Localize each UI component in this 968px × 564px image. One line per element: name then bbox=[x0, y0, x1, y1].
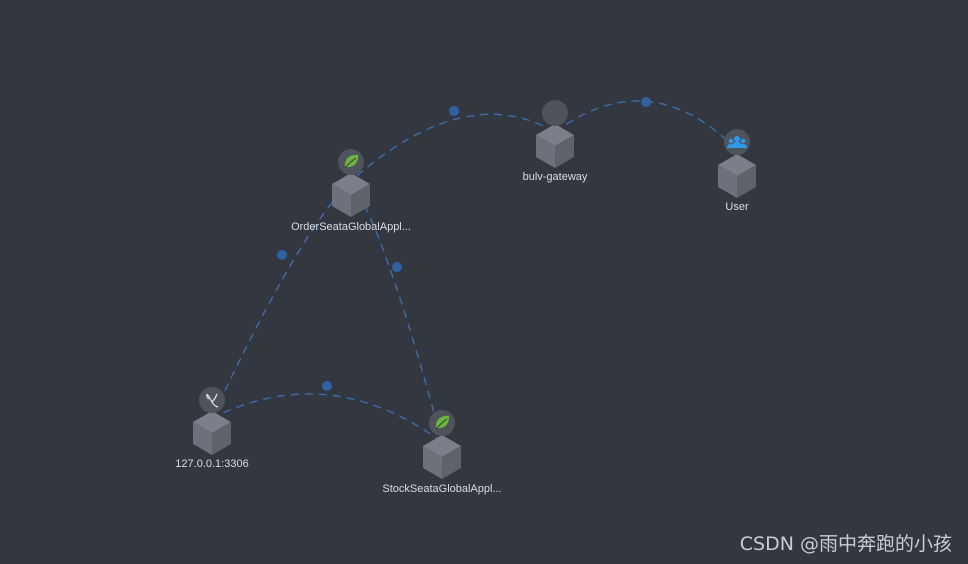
node-label: User bbox=[725, 201, 749, 213]
edge-gateway-order[interactable] bbox=[350, 106, 556, 182]
edge-midpoint-dot bbox=[392, 262, 402, 272]
edge-stock-mysql[interactable] bbox=[211, 381, 443, 443]
edge-midpoint-dot bbox=[277, 250, 287, 260]
node-user[interactable]: User bbox=[718, 129, 756, 213]
node-mysql[interactable]: 127.0.0.1:3306 bbox=[175, 387, 249, 470]
edge-midpoint-dot bbox=[641, 97, 651, 107]
node-label: StockSeataGlobalAppl... bbox=[382, 483, 501, 495]
users-icon bbox=[724, 129, 750, 155]
node-label: bulv-gateway bbox=[523, 171, 588, 183]
node-label: OrderSeataGlobalAppl... bbox=[291, 221, 411, 233]
blank-circle-icon bbox=[542, 100, 568, 126]
node-gateway[interactable]: bulv-gateway bbox=[523, 100, 588, 183]
mysql-icon bbox=[199, 387, 225, 413]
edges bbox=[211, 97, 738, 443]
node-order-service[interactable]: OrderSeataGlobalAppl... bbox=[291, 149, 411, 233]
watermark-text: CSDN @雨中奔跑的小孩 bbox=[739, 533, 952, 555]
spring-leaf-icon bbox=[338, 149, 364, 175]
edge-midpoint-dot bbox=[449, 106, 459, 116]
node-label: 127.0.0.1:3306 bbox=[175, 458, 248, 470]
edge-user-gateway[interactable] bbox=[554, 97, 738, 151]
edge-midpoint-dot bbox=[322, 381, 332, 391]
node-stock-service[interactable]: StockSeataGlobalAppl... bbox=[382, 410, 502, 495]
spring-leaf-icon bbox=[429, 410, 455, 436]
